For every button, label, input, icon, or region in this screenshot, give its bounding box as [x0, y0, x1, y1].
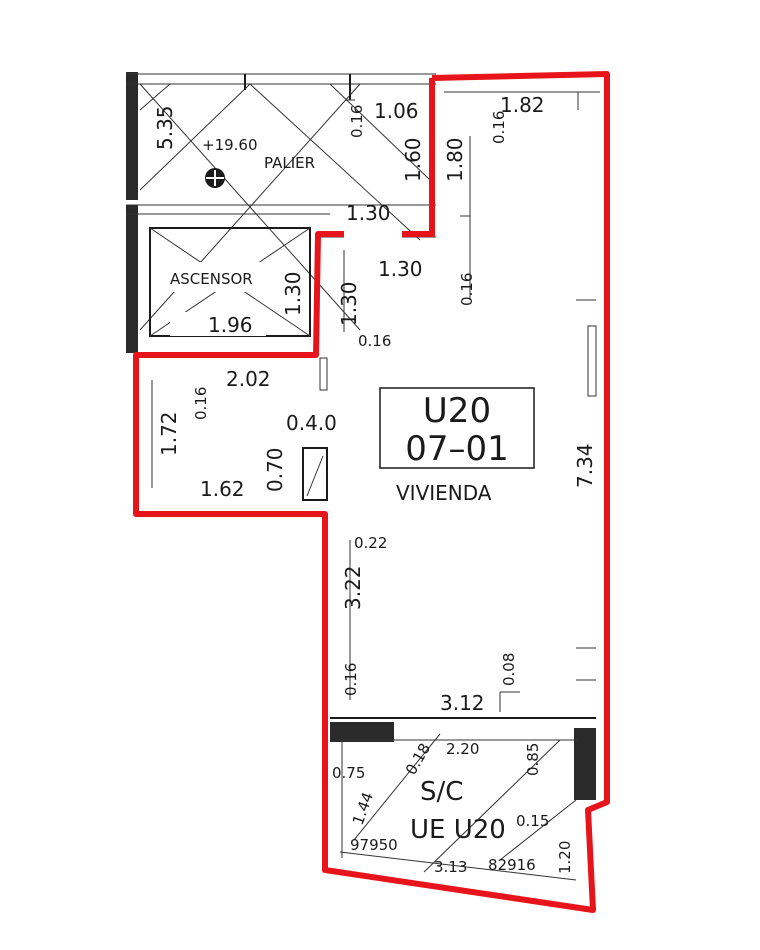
dim-0-08: 0.08 [500, 653, 518, 686]
wall-hatch [126, 205, 138, 353]
dim-1-30-asc: 1.30 [281, 271, 305, 316]
unit-label-box [379, 387, 535, 469]
dim-0-18: 0.18 [402, 740, 434, 778]
unit-code: U20 [423, 391, 491, 431]
room-vivienda: VIVIENDA [396, 481, 492, 505]
dim-0-16-palier: 0.16 [348, 105, 366, 138]
room-sc: S/C [420, 777, 463, 807]
dim-2-02: 2.02 [226, 367, 271, 391]
dim-1-06: 1.06 [374, 99, 419, 123]
dim-1-44: 1.44 [349, 790, 377, 828]
dim-1-30-vert: 1.30 [337, 281, 361, 326]
room-ue: UE U20 [410, 815, 506, 845]
dim-0-16-left: 0.16 [192, 387, 210, 420]
dim-1-30-mid: 1.30 [378, 257, 423, 281]
dim-1-80: 1.80 [443, 137, 467, 182]
dim-1-20: 1.20 [556, 841, 574, 874]
elevator-symbol-icon [205, 168, 225, 188]
dim-0-22: 0.22 [354, 534, 387, 552]
closet [302, 447, 328, 501]
wall-hatch [126, 72, 138, 200]
dim-3-13: 3.13 [434, 858, 467, 876]
vivienda-lines [151, 91, 600, 881]
dim-1-96: 1.96 [208, 313, 253, 337]
ascensor-area [149, 227, 311, 337]
dim-3-12: 3.12 [440, 691, 485, 715]
dim-1-72: 1.72 [157, 411, 181, 456]
dim-1-60: 1.60 [401, 137, 425, 182]
dim-1-82: 1.82 [500, 93, 545, 117]
dim-0-16-mid: 0.16 [358, 332, 391, 350]
dim-0-4-0: 0.4.0 [286, 411, 337, 435]
dim-0-16-side: 0.16 [458, 273, 476, 306]
dim-0-15: 0.15 [516, 812, 549, 830]
dim-5-35: 5.35 [153, 105, 177, 150]
dim-1-62: 1.62 [200, 477, 245, 501]
palier-area [126, 72, 436, 353]
unit-boundary-right-notch [402, 78, 435, 237]
dim-2-20: 2.20 [446, 740, 479, 758]
code-left: 97950 [350, 836, 398, 854]
dim-7-34: 7.34 [573, 443, 597, 488]
dim-1-30-palier: 1.30 [346, 201, 391, 225]
code-right: 82916 [488, 856, 536, 874]
room-ascensor: ASCENSOR [170, 270, 253, 288]
level-mark: +19.60 [202, 136, 258, 154]
dim-0-75: 0.75 [332, 764, 365, 782]
unit-boundary [133, 71, 610, 913]
dim-0-16-top: 0.16 [490, 111, 508, 144]
dim-0-16-low: 0.16 [342, 663, 360, 696]
dim-0-70: 0.70 [263, 447, 287, 492]
dim-3-22: 3.22 [341, 565, 365, 610]
unit-number: 07–01 [405, 429, 509, 469]
room-palier: PALIER [264, 154, 315, 172]
dim-0-85: 0.85 [524, 743, 542, 776]
